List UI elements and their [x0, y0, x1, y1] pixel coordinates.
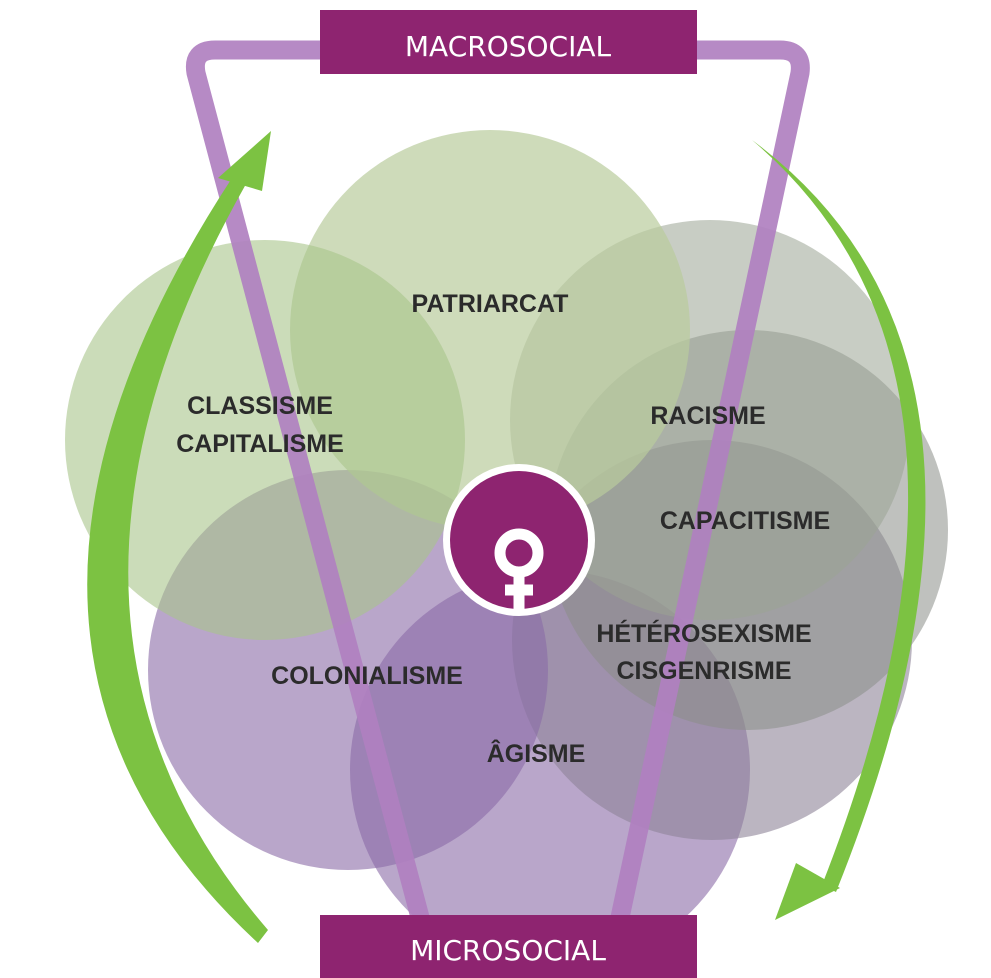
circles-group [65, 130, 948, 970]
left-arrowhead-icon [218, 131, 271, 191]
label-cisgenrisme: CISGENRISME [616, 657, 791, 685]
microsocial-label: MICROSOCIAL [410, 934, 606, 967]
female-symbol-icon [494, 528, 544, 609]
label-colonialisme: COLONIALISME [271, 662, 463, 690]
macrosocial-label: MACROSOCIAL [405, 30, 612, 63]
label-capacitisme: CAPACITISME [660, 507, 830, 535]
label-classisme: CLASSISME [187, 392, 333, 420]
label-agisme: ÂGISME [487, 738, 586, 768]
label-capitalisme: CAPITALISME [176, 430, 344, 458]
right-arrowhead-icon [775, 863, 840, 920]
microsocial-banner: MICROSOCIAL [320, 915, 697, 978]
left-green-arrow [87, 178, 268, 943]
label-patriarcat: PATRIARCAT [412, 290, 569, 318]
macrosocial-banner: MACROSOCIAL [320, 10, 697, 74]
purple-path [185, 40, 810, 965]
right-green-arrow [752, 140, 926, 892]
label-racisme: RACISME [650, 402, 765, 430]
center-symbol [443, 464, 595, 616]
label-heterosexisme: HÉTÉROSEXISME [596, 619, 811, 648]
